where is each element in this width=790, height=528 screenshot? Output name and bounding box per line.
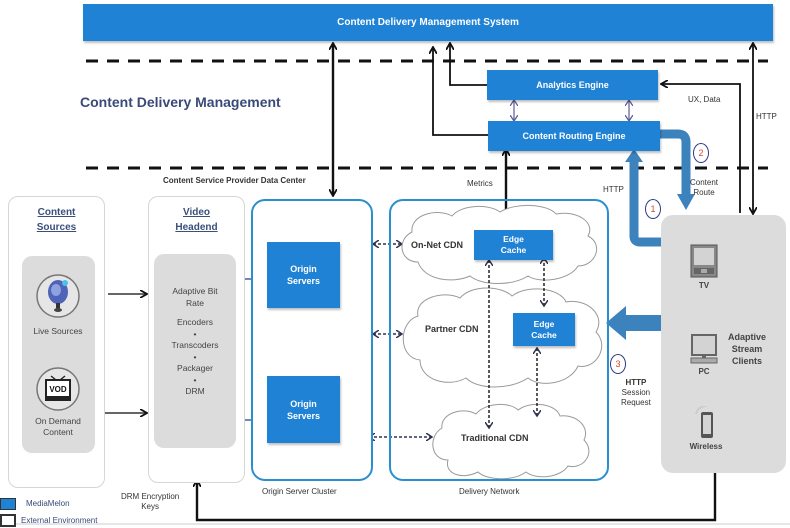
- content-sources-title[interactable]: Content Sources: [9, 205, 104, 235]
- headend-item: Rate: [186, 297, 204, 308]
- client-tv[interactable]: TV: [684, 244, 724, 290]
- step-2-badge: 2: [693, 143, 709, 163]
- delivery-network-caption: Delivery Network: [459, 487, 520, 496]
- http-right-label: HTTP: [756, 112, 777, 121]
- step-1-badge: 1: [645, 199, 661, 219]
- arrow-routing-cdms: [433, 48, 488, 136]
- video-headend-group[interactable]: [154, 254, 236, 448]
- on-demand-line1: On Demand: [35, 416, 81, 426]
- client-wireless[interactable]: Wireless: [684, 406, 728, 451]
- analytics-engine[interactable]: Analytics Engine: [487, 70, 658, 100]
- section-title: Content Delivery Management: [80, 94, 281, 110]
- legend-item-external: External Environment: [0, 514, 97, 527]
- svg-text:VOD: VOD: [49, 385, 67, 394]
- headend-item: Encoders: [177, 317, 213, 327]
- content-route-line1: Content: [690, 178, 719, 187]
- tv-label: TV: [698, 281, 710, 290]
- legend-label-external: External Environment: [21, 516, 98, 525]
- legend-item-mediamelon: MediaMelon: [0, 497, 97, 510]
- flow-step3: [624, 315, 662, 331]
- edge-cache-partner-line2: Cache: [531, 329, 557, 340]
- origin-servers-bottom-line2: Servers: [286, 410, 321, 421]
- on-demand-line2: Content: [43, 427, 73, 437]
- headend-bullet: •: [193, 351, 197, 362]
- content-routing-engine[interactable]: Content Routing Engine: [488, 121, 660, 151]
- content-route-label: Content Route: [690, 178, 718, 198]
- video-headend-components: Adaptive Bit Rate Encoders • Transcoders…: [154, 286, 236, 398]
- clients-title-line1: Adaptive: [728, 332, 767, 342]
- video-headend-title-line2: Headend: [175, 222, 218, 233]
- headend-item: DRM: [185, 386, 205, 396]
- legend-label-mediamelon: MediaMelon: [26, 499, 70, 508]
- on-demand-content-item[interactable]: VOD On Demand Content: [26, 366, 90, 452]
- edge-cache-partner-line1: Edge: [533, 318, 555, 329]
- live-source-microphone-icon: [36, 274, 80, 318]
- partner-cdn-label: Partner CDN: [425, 324, 479, 334]
- live-sources-label: Live Sources: [33, 326, 83, 336]
- http-session-line3: Request: [621, 398, 651, 407]
- origin-servers-bottom[interactable]: Origin Servers: [267, 376, 340, 443]
- origin-servers-top[interactable]: Origin Servers: [267, 242, 340, 308]
- drm-keys-label: DRM Encryption Keys: [121, 492, 179, 512]
- http-left-label: HTTP: [603, 185, 624, 194]
- http-session-line1: HTTP: [625, 378, 647, 387]
- pc-icon: [690, 334, 718, 364]
- origin-servers-top-line1: Origin: [290, 264, 317, 274]
- drm-keys-line1: DRM Encryption: [121, 492, 180, 501]
- metrics-label: Metrics: [467, 179, 493, 188]
- http-session-line2: Session: [621, 388, 651, 397]
- content-routing-engine-label: Content Routing Engine: [522, 131, 626, 141]
- headend-bullet: •: [193, 374, 197, 385]
- origin-servers-top-line2: Servers: [286, 276, 321, 286]
- client-pc[interactable]: PC: [684, 334, 724, 376]
- drm-keys-line2: Keys: [141, 502, 160, 511]
- content-sources-title-line1: Content: [37, 207, 76, 218]
- content-sources-title-line2: Sources: [36, 222, 77, 233]
- delivery-network-panel: [389, 199, 609, 481]
- vod-tv-icon: VOD: [36, 367, 80, 411]
- edge-cache-partner[interactable]: Edge Cache: [513, 313, 575, 346]
- legend-swatch-external: [0, 514, 16, 527]
- live-sources-item[interactable]: Live Sources: [30, 273, 86, 353]
- origin-servers-bottom-line1: Origin: [290, 398, 317, 409]
- headend-item: Packager: [177, 363, 213, 373]
- edge-cache-on-net-line1: Edge: [503, 234, 524, 244]
- headend-item: Adaptive Bit: [172, 286, 218, 296]
- video-headend-title-line1: Video: [182, 207, 211, 218]
- on-net-cdn-label: On-Net CDN: [411, 240, 463, 250]
- on-demand-label: On Demand Content: [26, 416, 90, 438]
- clients-title-line2: Stream: [731, 344, 763, 354]
- wireless-phone-icon: [695, 406, 713, 438]
- cdms-bar[interactable]: Content Delivery Management System: [83, 4, 773, 41]
- edge-cache-on-net[interactable]: Edge Cache: [474, 230, 553, 260]
- origin-cluster-caption: Origin Server Cluster: [262, 487, 337, 496]
- traditional-cdn-label: Traditional CDN: [461, 433, 529, 443]
- datacenter-label: Content Service Provider Data Center: [163, 176, 306, 185]
- ux-data-label: UX, Data: [688, 95, 721, 104]
- analytics-engine-label: Analytics Engine: [536, 80, 609, 90]
- pc-label: PC: [698, 367, 710, 376]
- wireless-label: Wireless: [689, 442, 723, 451]
- clients-title: Adaptive Stream Clients: [728, 331, 766, 367]
- flow-step2: [660, 129, 691, 196]
- edge-cache-on-net-line2: Cache: [500, 245, 527, 255]
- headend-bullet: •: [193, 328, 197, 339]
- headend-item: Transcoders: [171, 340, 219, 350]
- http-session-label: HTTP Session Request: [621, 378, 651, 408]
- legend-swatch-mediamelon: [0, 497, 16, 510]
- arrow-analytics-cdms: [450, 44, 487, 86]
- legend: MediaMelon External Environment: [0, 497, 97, 527]
- flow-step3-head: [606, 306, 626, 340]
- video-headend-title[interactable]: Video Headend: [149, 205, 244, 235]
- step-3-badge: 3: [610, 354, 626, 374]
- cdms-title: Content Delivery Management System: [337, 17, 519, 28]
- tv-icon: [690, 244, 718, 278]
- adaptive-stream-clients-panel: [661, 215, 786, 473]
- content-route-line2: Route: [693, 188, 715, 197]
- clients-title-line3: Clients: [732, 356, 763, 366]
